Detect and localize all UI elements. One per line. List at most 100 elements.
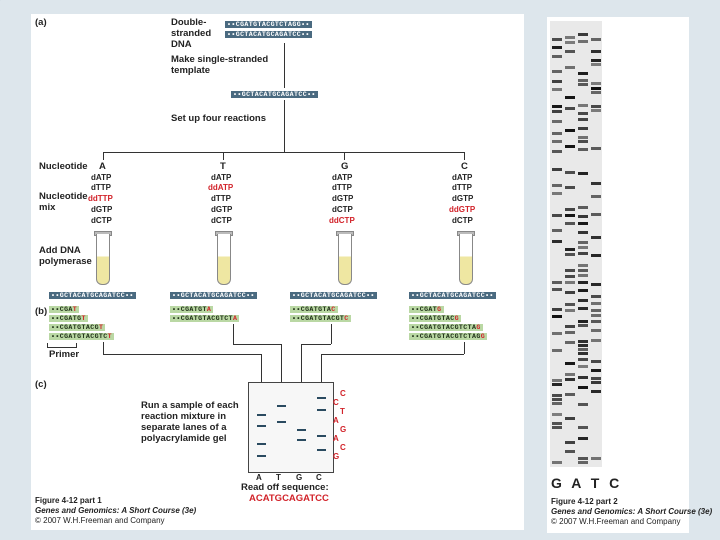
gel-photo-band xyxy=(591,457,601,460)
mix-item: dGTP xyxy=(91,205,113,214)
gel-band xyxy=(297,429,306,431)
gel-photo-band xyxy=(552,38,562,41)
gel-photo-band xyxy=(578,136,588,139)
gel-photo-band xyxy=(565,36,575,39)
gel-photo-band xyxy=(578,403,588,406)
gel-read-letter: A xyxy=(333,434,339,443)
mix-item: dGTP xyxy=(452,194,474,203)
gel-photo-band xyxy=(565,281,575,284)
mix-item: dTTP xyxy=(91,183,111,192)
figure-caption: Figure 4-12 part 1 Genes and Genomics: A… xyxy=(35,496,197,525)
gel-photo-band xyxy=(578,127,588,130)
gel-photo-band xyxy=(591,320,601,323)
dna-bottom-strand: ••GCTACATGCAGATCC•• xyxy=(225,31,312,38)
branch-a xyxy=(103,152,104,160)
gel-photo-band xyxy=(552,332,562,335)
gel-band xyxy=(257,443,266,445)
make-template-label-2: template xyxy=(171,65,211,76)
gel-photo-band xyxy=(552,120,562,123)
template-strand-c: ••GCTACATGCAGATCC•• xyxy=(409,292,496,299)
part-a-label: (a) xyxy=(35,17,47,28)
part-b-label: (b) xyxy=(35,306,48,317)
gel-photo-band xyxy=(578,148,588,151)
arrow-g-into-gel xyxy=(301,344,302,382)
template-strand-a: ••GCTACATGCAGATCC•• xyxy=(49,292,136,299)
product-strand: ••CGATGTAC xyxy=(290,306,338,313)
gel-photo-band xyxy=(591,91,601,94)
gel-photo-band xyxy=(578,72,588,75)
gel-photo-band xyxy=(552,46,562,49)
sequencing-gel-photo xyxy=(550,21,602,467)
gel-photo-band xyxy=(578,241,588,244)
mix-item-dideoxy: ddGTP xyxy=(449,205,476,214)
product-strand: ••CGATGTACGT xyxy=(49,324,106,331)
gel-photo-band xyxy=(565,417,575,420)
mix-item: dGTP xyxy=(332,194,354,203)
gel-photo-band xyxy=(565,269,575,272)
gel-photo-band xyxy=(552,413,562,416)
gel-photo-band xyxy=(591,87,601,90)
gel-photo-band xyxy=(578,140,588,143)
gel-photo-band xyxy=(552,402,562,405)
gel-photo-band xyxy=(552,150,562,153)
product-strand: ••CGATGTACGTCTAGG xyxy=(409,333,488,340)
mix-item-dideoxy: ddCTP xyxy=(329,216,355,225)
gel-photo-band xyxy=(591,236,601,239)
mix-item: dCTP xyxy=(211,216,232,225)
mix-item: dCTP xyxy=(91,216,112,225)
gel-lane-label: C xyxy=(316,473,322,482)
template-strand-t: ••GCTACATGCAGATCC•• xyxy=(170,292,257,299)
product-strand: ••CGAT xyxy=(49,306,80,313)
arrow-a-into-gel xyxy=(261,354,262,382)
product-strand: ••CGATGTACGTCT xyxy=(49,333,114,340)
gel-photo-band xyxy=(552,55,562,58)
gel-photo-band xyxy=(565,66,575,69)
gel-photo-band xyxy=(565,373,575,376)
gel-photo-band xyxy=(552,70,562,73)
gel-photo-band xyxy=(565,208,575,211)
gel-photo-band xyxy=(552,229,562,232)
gel-photo-band xyxy=(578,274,588,277)
gel-photo-band xyxy=(591,109,601,112)
gel-photo-band xyxy=(591,63,601,66)
gel-photo-band xyxy=(565,303,575,306)
gel-photo-band xyxy=(552,426,562,429)
arrow-t-into-gel xyxy=(281,344,282,382)
gel-photo-band xyxy=(565,145,575,148)
gel-read-letter: G xyxy=(333,452,340,461)
gel-photo-band xyxy=(591,213,601,216)
gel-photo-band xyxy=(552,288,562,291)
gel-photo-band xyxy=(578,118,588,121)
gel-band xyxy=(297,439,306,441)
arrow-t-down xyxy=(233,324,234,344)
gel-band xyxy=(317,409,326,411)
mix-item: dTTP xyxy=(332,183,352,192)
mix-item: dATP xyxy=(332,173,353,182)
gel-photo-band xyxy=(578,344,588,347)
double-stranded-label-1: Double- xyxy=(171,17,207,28)
gel-photo-band xyxy=(578,461,588,464)
gel-photo-band xyxy=(578,83,588,86)
gel-photo-band xyxy=(565,275,575,278)
gel-photo-band xyxy=(565,309,575,312)
gel-band xyxy=(257,414,266,416)
gel-photo-band xyxy=(578,215,588,218)
gel-photo-band xyxy=(565,129,575,132)
gel-photo-band xyxy=(578,340,588,343)
polyacrylamide-gel xyxy=(248,382,334,473)
run-sample-label-1: Run a sample of each xyxy=(141,400,239,411)
gel-photo-band xyxy=(552,383,562,386)
gel-photo-band xyxy=(578,79,588,82)
gel-photo-band xyxy=(552,168,562,171)
gel-photo-band xyxy=(565,248,575,251)
gel-photo-band xyxy=(591,390,601,393)
template-strand-g: ••GCTACATGCAGATCC•• xyxy=(290,292,377,299)
gel-band xyxy=(257,425,266,427)
mix-item-dideoxy: ddTTP xyxy=(88,194,113,203)
gel-photo-band xyxy=(591,105,601,108)
gel-photo-band xyxy=(578,281,588,284)
gel-read-letter: A xyxy=(333,416,339,425)
gel-read-letter: G xyxy=(340,425,347,434)
gel-photo-band xyxy=(591,381,601,384)
mix-item: dCTP xyxy=(332,205,353,214)
